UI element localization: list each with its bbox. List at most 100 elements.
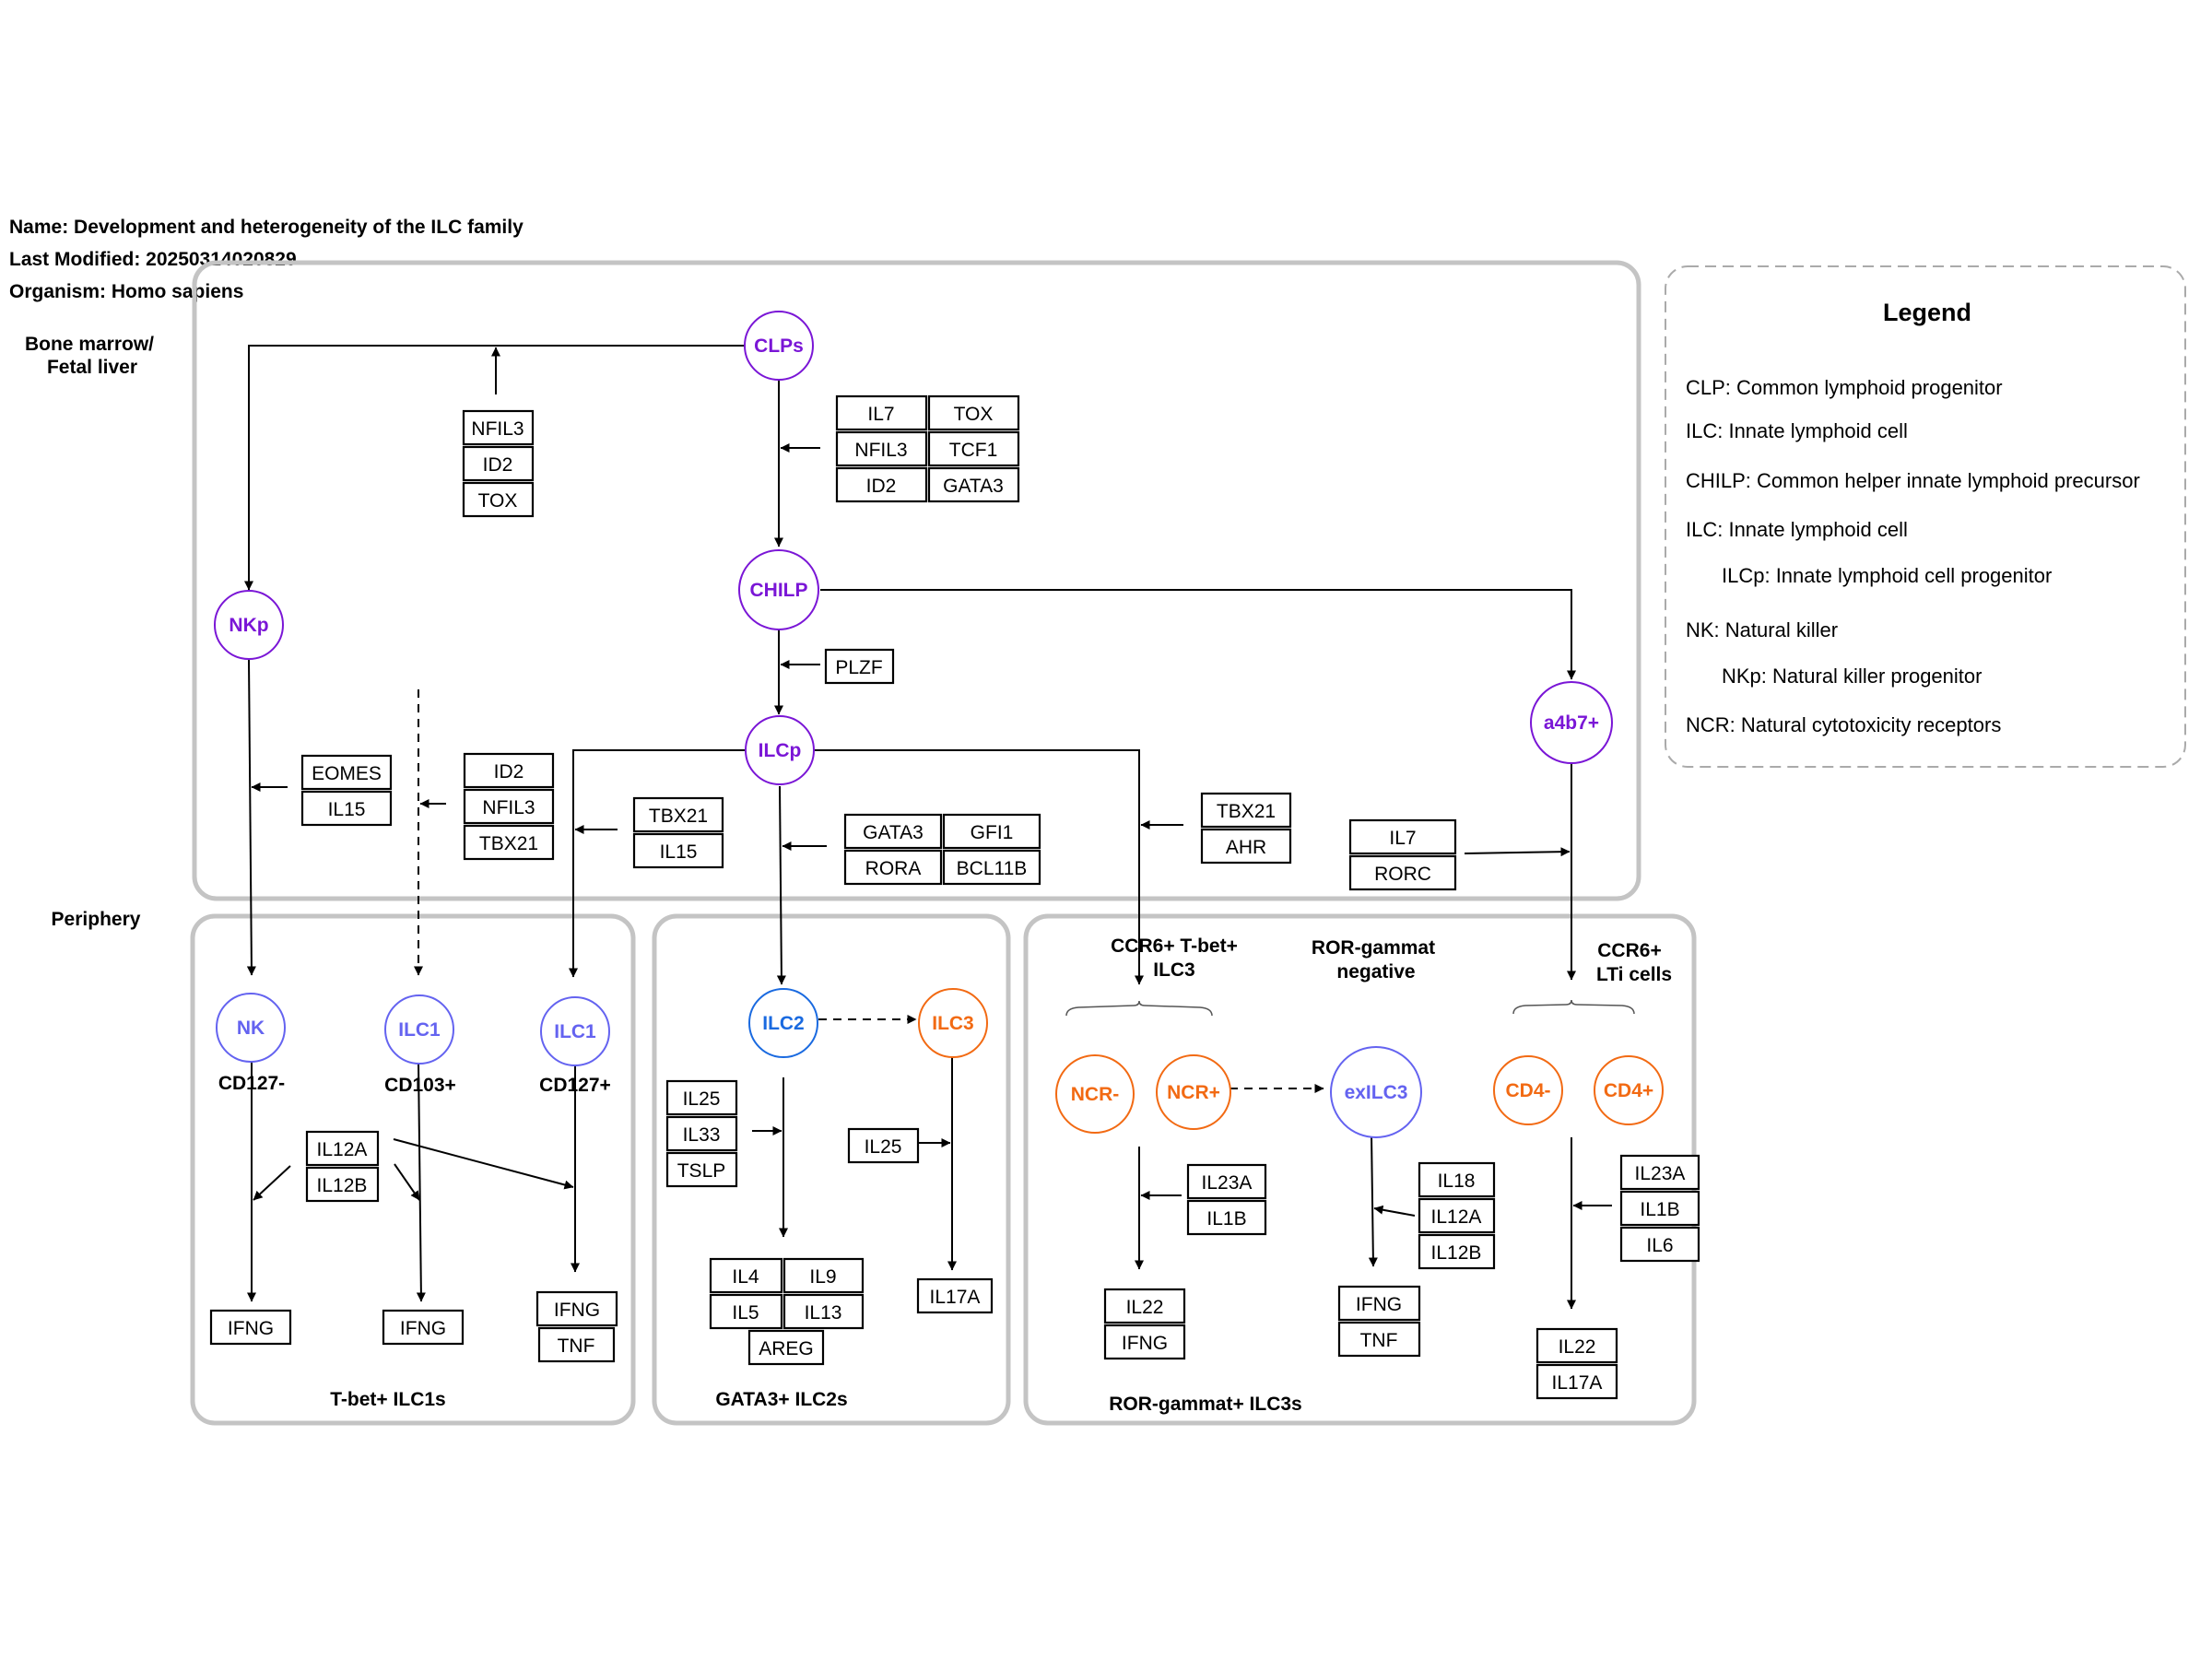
factor-box[interactable]: IL23A bbox=[1186, 1163, 1267, 1200]
factor-box[interactable]: TBX21 bbox=[463, 824, 555, 861]
node-ilc1-cd127[interactable]: ILC1 bbox=[540, 996, 610, 1066]
factor-label: IFNG bbox=[1122, 1333, 1168, 1354]
factor-box[interactable]: PLZF bbox=[824, 648, 895, 685]
factor-box[interactable]: GATA3 bbox=[927, 466, 1020, 503]
factor-box[interactable]: IL23A bbox=[1619, 1154, 1700, 1191]
node-clps[interactable]: CLPs bbox=[744, 311, 814, 381]
factor-box[interactable]: IL4 bbox=[709, 1257, 783, 1294]
brace-lti bbox=[1512, 999, 1635, 1015]
factor-box[interactable]: IL22 bbox=[1535, 1327, 1618, 1364]
node-exilc3[interactable]: exILC3 bbox=[1330, 1046, 1422, 1138]
factor-box[interactable]: IL12B bbox=[1418, 1233, 1496, 1270]
factor-box[interactable]: ID2 bbox=[835, 466, 928, 503]
factor-box[interactable]: TBX21 bbox=[632, 796, 724, 833]
node-ilc2-label: ILC2 bbox=[762, 1013, 805, 1034]
node-ilc1-cd103[interactable]: ILC1 bbox=[384, 994, 454, 1065]
factor-box[interactable]: IL7 bbox=[1348, 818, 1457, 855]
factor-box[interactable]: EOMES bbox=[300, 754, 393, 791]
factor-box[interactable]: IL15 bbox=[300, 790, 393, 827]
factor-box[interactable]: NFIL3 bbox=[463, 788, 555, 825]
factor-box[interactable]: IFNG bbox=[382, 1309, 465, 1346]
factor-box[interactable]: IL1B bbox=[1186, 1199, 1267, 1236]
factor-label: TOX bbox=[954, 404, 994, 425]
factor-box[interactable]: TSLP bbox=[665, 1151, 738, 1188]
factor-box[interactable]: IL12A bbox=[305, 1130, 380, 1167]
node-a4b7-label: a4b7+ bbox=[1544, 712, 1599, 734]
factor-box[interactable]: GATA3 bbox=[843, 813, 943, 850]
factor-label: AHR bbox=[1226, 837, 1266, 858]
factor-box[interactable]: GFI1 bbox=[942, 813, 1041, 850]
factor-box[interactable]: IL17A bbox=[1535, 1363, 1618, 1400]
factor-box[interactable]: IL15 bbox=[632, 832, 724, 869]
factor-box[interactable]: TCF1 bbox=[927, 430, 1020, 467]
factor-box[interactable]: IL1B bbox=[1619, 1190, 1700, 1227]
factor-box[interactable]: TBX21 bbox=[1200, 792, 1292, 829]
factor-box[interactable]: IL18 bbox=[1418, 1161, 1496, 1198]
factor-box[interactable]: IL13 bbox=[782, 1293, 865, 1330]
factor-box[interactable]: IFNG bbox=[209, 1309, 292, 1346]
node-nk[interactable]: NK bbox=[216, 993, 286, 1063]
ilc2-region bbox=[652, 913, 1011, 1426]
factor-box[interactable]: IL9 bbox=[782, 1257, 865, 1294]
ccr6-tbet-label-2: ILC3 bbox=[1153, 959, 1195, 981]
factor-label: IL1B bbox=[1206, 1208, 1246, 1230]
factor-box[interactable]: NFIL3 bbox=[462, 409, 535, 446]
factor-box[interactable]: NFIL3 bbox=[835, 430, 928, 467]
ilc3-group-label: ROR-gammat+ ILC3s bbox=[1109, 1394, 1301, 1415]
edge-exilc3-stim bbox=[1373, 1205, 1416, 1217]
factor-box[interactable]: IL17A bbox=[916, 1277, 994, 1314]
factor-label: IL22 bbox=[1126, 1297, 1164, 1318]
node-cd4-neg[interactable]: CD4- bbox=[1493, 1055, 1563, 1125]
factor-label: IL33 bbox=[683, 1124, 721, 1146]
factor-box[interactable]: IL25 bbox=[847, 1127, 920, 1164]
factor-box[interactable]: TOX bbox=[927, 394, 1020, 431]
factor-box[interactable]: IL5 bbox=[709, 1293, 783, 1330]
node-ilcp[interactable]: ILCp bbox=[745, 715, 815, 785]
node-cd4-neg-label: CD4- bbox=[1505, 1080, 1550, 1101]
factor-boxes: NFIL3 ID2 TOX IL7 TOX NFIL3 TCF1 ID2 GAT… bbox=[209, 394, 1700, 1400]
factor-label: IL23A bbox=[1635, 1163, 1686, 1184]
node-ilc2[interactable]: ILC2 bbox=[748, 988, 818, 1058]
factor-box[interactable]: IL7 bbox=[835, 394, 928, 431]
factor-box[interactable]: IL12B bbox=[305, 1166, 380, 1203]
factor-box[interactable]: ID2 bbox=[463, 752, 555, 789]
factor-box[interactable]: IFNG bbox=[535, 1290, 618, 1327]
factor-box[interactable]: IFNG bbox=[1103, 1324, 1186, 1360]
factor-box[interactable]: BCL11B bbox=[942, 849, 1041, 886]
node-ncr-neg[interactable]: NCR- bbox=[1055, 1054, 1135, 1134]
factor-box[interactable]: RORA bbox=[843, 849, 943, 886]
node-a4b7[interactable]: a4b7+ bbox=[1530, 681, 1613, 764]
factor-label: IL7 bbox=[1389, 828, 1416, 849]
node-nkp[interactable]: NKp bbox=[214, 590, 284, 660]
factor-box[interactable]: TNF bbox=[537, 1326, 616, 1363]
factor-box[interactable]: IL12A bbox=[1418, 1197, 1496, 1234]
brace-ccr6-tbet bbox=[1065, 1000, 1213, 1017]
node-ncr-pos[interactable]: NCR+ bbox=[1156, 1054, 1231, 1130]
factor-label: IL7 bbox=[867, 404, 894, 425]
bone-marrow-region bbox=[192, 260, 1641, 901]
factor-label: TBX21 bbox=[479, 833, 538, 854]
factor-box[interactable]: IL25 bbox=[665, 1079, 738, 1116]
factor-box[interactable]: IL22 bbox=[1103, 1288, 1186, 1324]
factor-box[interactable]: IFNG bbox=[1337, 1285, 1421, 1322]
node-ilc3[interactable]: ILC3 bbox=[918, 988, 988, 1058]
factor-box[interactable]: RORC bbox=[1348, 854, 1457, 891]
cell-nodes: CLPs CHILP ILCp NKp a4b7+ NK ILC1 ILC1 I… bbox=[214, 311, 1664, 1138]
node-chilp[interactable]: CHILP bbox=[738, 549, 819, 630]
factor-box[interactable]: AHR bbox=[1200, 828, 1292, 865]
factor-label: IFNG bbox=[1356, 1294, 1402, 1315]
factor-label: IL22 bbox=[1559, 1336, 1596, 1358]
factor-box[interactable]: ID2 bbox=[462, 445, 535, 482]
edge-lti-factors bbox=[1464, 847, 1571, 857]
node-nkp-label: NKp bbox=[229, 615, 268, 636]
factor-label: TOX bbox=[478, 490, 518, 512]
factor-box[interactable]: TNF bbox=[1337, 1321, 1421, 1358]
factor-label: TCF1 bbox=[949, 440, 998, 461]
node-clps-label: CLPs bbox=[754, 335, 804, 357]
factor-box[interactable]: IL33 bbox=[665, 1115, 738, 1152]
factor-box[interactable]: AREG bbox=[747, 1329, 825, 1366]
factor-box[interactable]: IL6 bbox=[1619, 1226, 1700, 1263]
node-cd4-pos[interactable]: CD4+ bbox=[1594, 1055, 1664, 1125]
factor-box[interactable]: TOX bbox=[462, 481, 535, 518]
